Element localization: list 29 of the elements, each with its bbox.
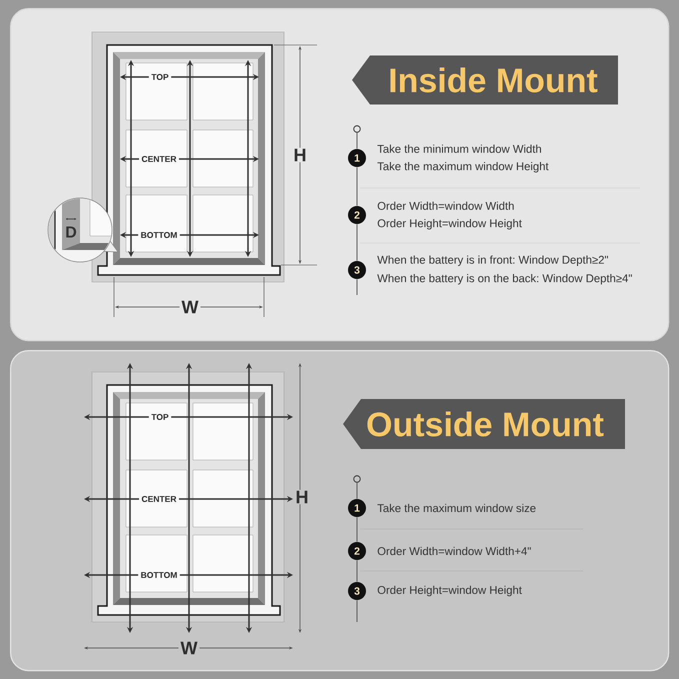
title-banner: Inside Mount (352, 56, 618, 104)
timeline-line (356, 560, 358, 582)
dimension-label: D (64, 226, 78, 238)
step-text: Order Height=window Height (378, 586, 522, 596)
dimension-label: H (294, 490, 310, 504)
step-badge: 1 (348, 149, 366, 167)
timeline-line (356, 166, 358, 206)
step-badge: 1 (348, 499, 366, 517)
dimension-label: W (178, 640, 200, 656)
timeline-line (356, 278, 358, 296)
step-text: Order Height=window Height (378, 218, 522, 230)
step-text: Order Width=window Width+4" (378, 546, 531, 556)
step-text: Take the maximum window size (377, 504, 536, 512)
step-badge: 2 (348, 206, 366, 224)
timeline-line (356, 482, 358, 500)
step-text: When the battery is on the back: Window Depth≥4" (377, 274, 632, 285)
timeline-line (356, 600, 358, 622)
timeline-line (356, 224, 358, 262)
step-text: Take the maximum window Height (377, 162, 549, 173)
step-text: Order Width=window Width (378, 202, 514, 210)
step-text: Take the minimum window Width (377, 144, 541, 153)
timeline-line (356, 132, 358, 150)
step-badge: 3 (348, 582, 366, 600)
title-banner: Outside Mount (343, 399, 625, 449)
step-badge: 3 (348, 261, 366, 279)
timeline-line (356, 516, 358, 542)
step-text: When the battery is in front: Window Depth≥2" (377, 255, 608, 266)
step-badge: 2 (348, 542, 366, 560)
dimension-label: H (292, 148, 308, 162)
